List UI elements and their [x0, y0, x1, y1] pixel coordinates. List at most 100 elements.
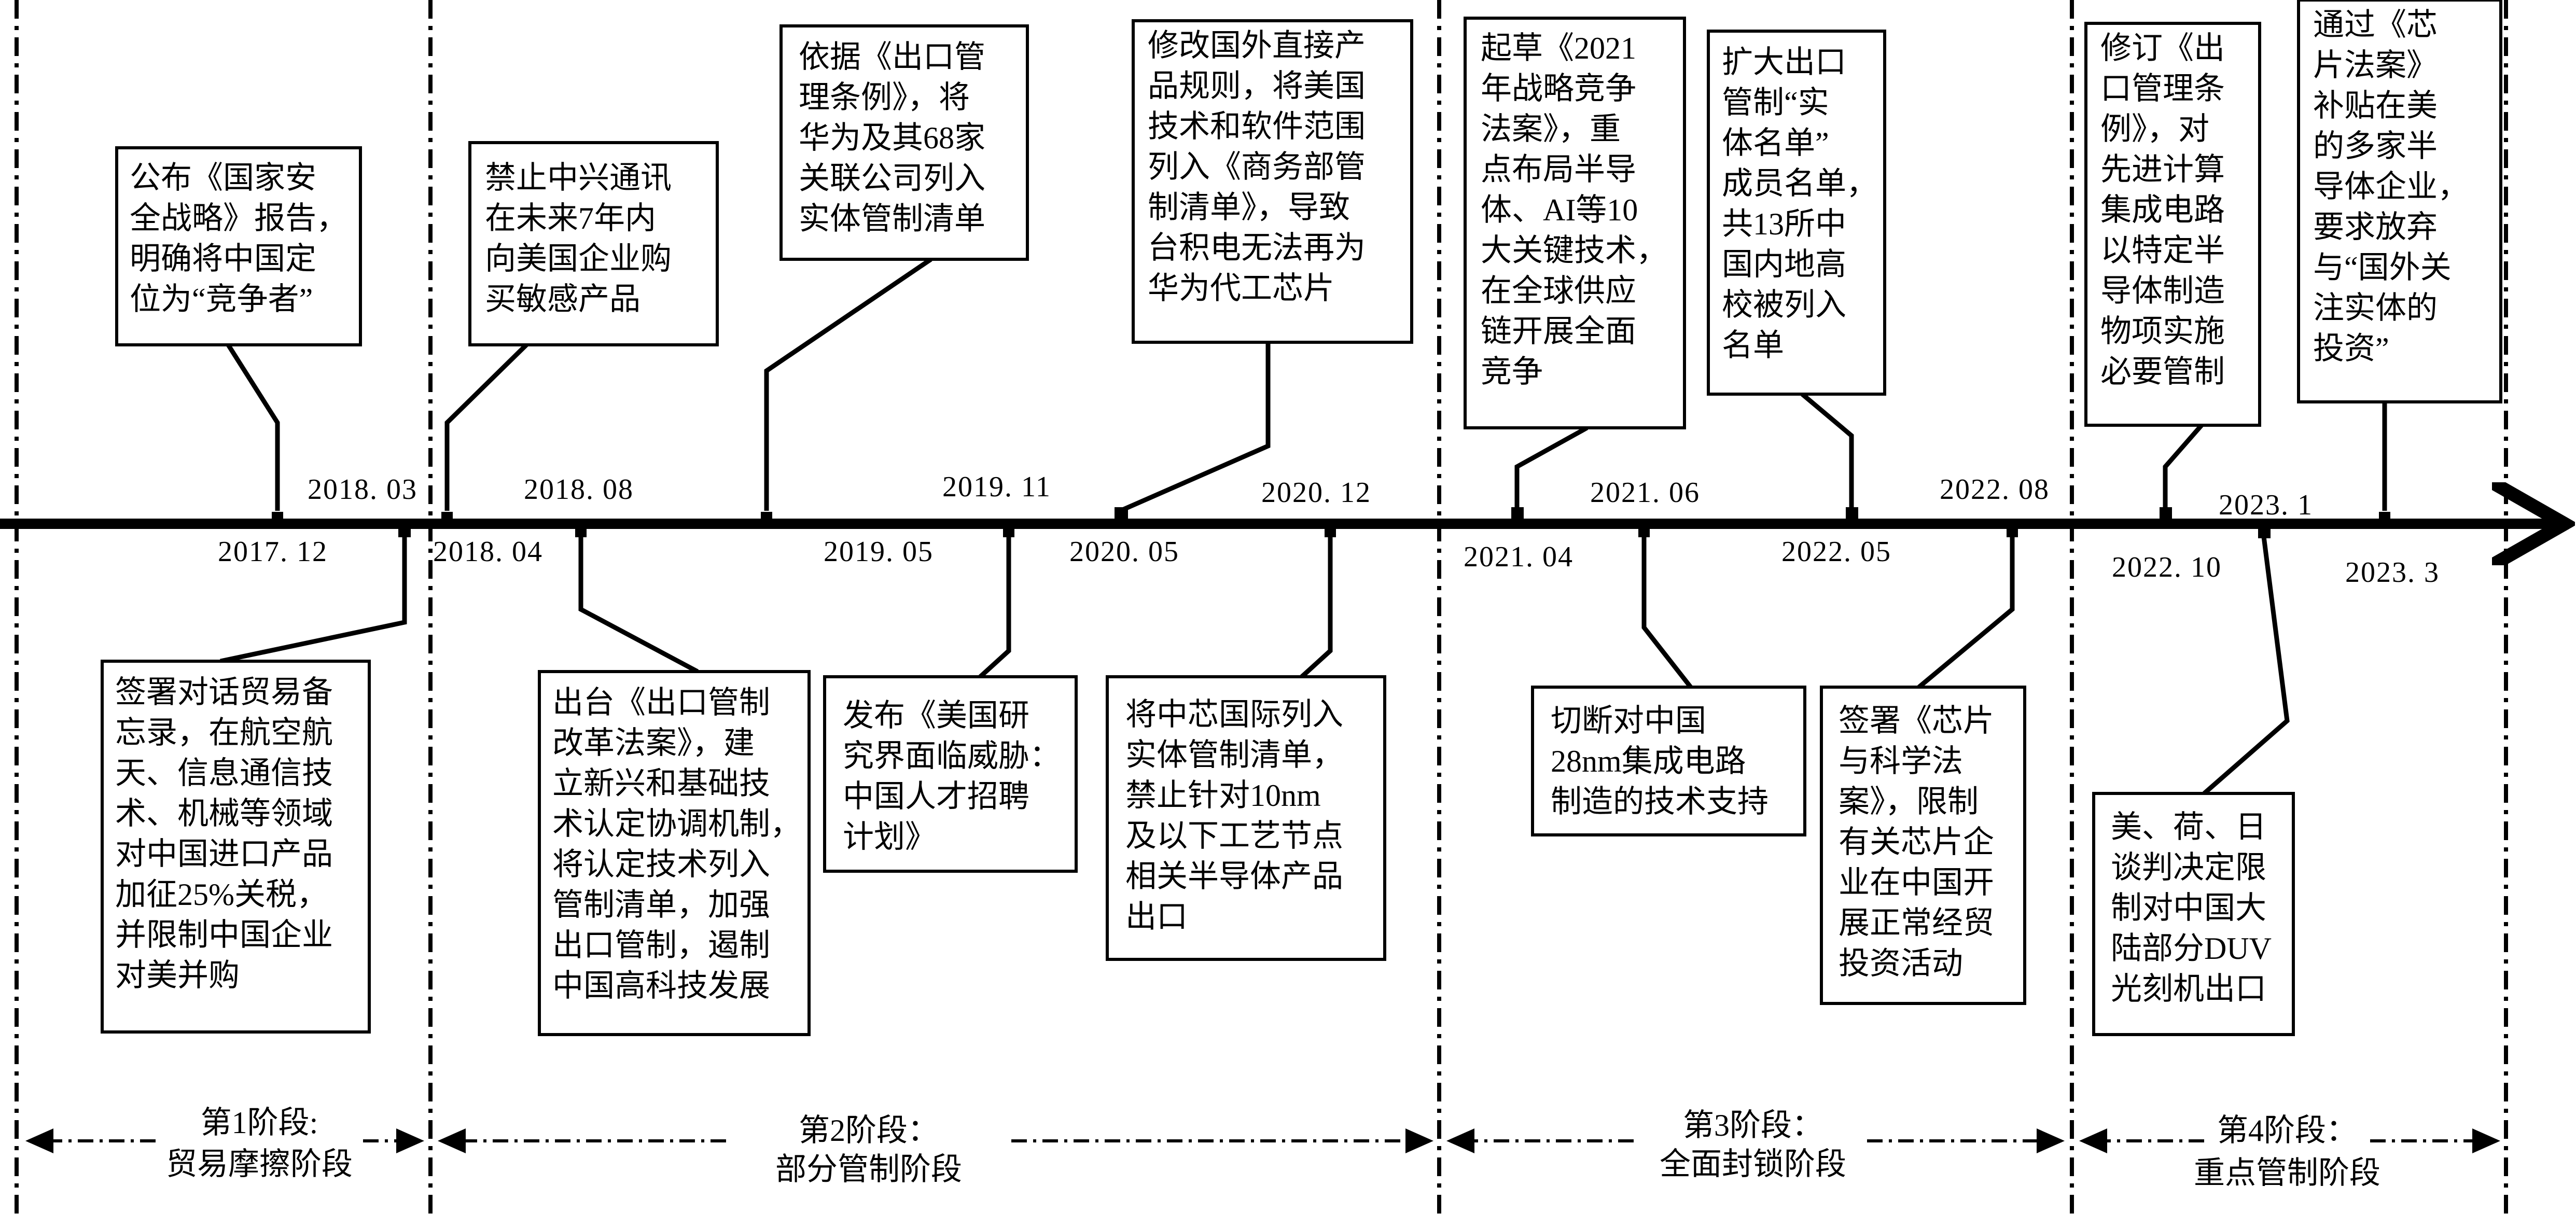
- event-text-e6: 扩大出口管制“实体名单”成员名单，共13所中国内地高校被列入名单: [1722, 45, 1877, 362]
- event-line: 将中芯国际列入: [1125, 697, 1343, 732]
- date-2020-05: 2020. 05: [1069, 536, 1179, 568]
- event-line: 对中国进口产品: [115, 837, 333, 871]
- phase-4-name: 重点管制阶段: [2194, 1156, 2380, 1190]
- date-labels: 2017. 12 2018. 03 2018. 04 2018. 08 2019…: [218, 471, 2440, 589]
- event-line: 明确将中国定: [130, 242, 316, 276]
- event-line: 制造的技术支持: [1551, 785, 1769, 819]
- event-box-e7: [2084, 22, 2261, 427]
- marker-2021-06: [1638, 523, 1650, 537]
- marker-2017-12: [272, 512, 283, 525]
- event-line: 忘录，在航空航: [115, 716, 333, 750]
- marker-2021-04: [1511, 507, 1524, 523]
- event-box-e4: [1132, 19, 1413, 344]
- date-2018-04: 2018. 04: [433, 536, 543, 568]
- date-2022-10: 2022. 10: [2112, 551, 2222, 583]
- event-line: 将认定技术列入: [552, 847, 770, 882]
- phase-labels: 第1阶段: 贸易摩擦阶段 第2阶段： 部分管制阶段 第3阶段： 全面封锁阶段 第…: [166, 1106, 2380, 1190]
- event-line: 立新兴和基础技: [552, 766, 770, 801]
- marker-2023-1: [2258, 523, 2271, 538]
- event-line: 品规则，将美国: [1148, 69, 1366, 103]
- connector-e5: [1514, 426, 1589, 511]
- event-line: 业在中国开: [1839, 866, 1994, 900]
- event-text-e3: 依据《出口管理条例》，将华为及其68家关联公司列入实体管制清单: [799, 40, 985, 236]
- event-line: 管制“实: [1722, 86, 1829, 120]
- phase-2-name: 部分管制阶段: [775, 1152, 962, 1187]
- event-line: 竞争: [1481, 355, 1543, 389]
- event-line: 禁止针对10nm: [1125, 778, 1321, 813]
- marker-2018-08: [575, 523, 587, 537]
- connector-e1: [226, 343, 280, 511]
- event-line: 投资活动: [1839, 946, 1963, 981]
- event-line: 案》，限制: [1839, 785, 1979, 819]
- event-text-e8: 通过《芯片法案》补贴在美的多家半导体企业，要求放弃与“国外关注实体的投资”: [2313, 8, 2469, 366]
- event-line: 体、AI等10: [1481, 193, 1638, 227]
- connector-e11: [978, 537, 1011, 679]
- event-line: 导体制造: [2100, 274, 2225, 308]
- event-box-e12: [1106, 675, 1386, 961]
- phase-3-title: 第3阶段：: [1683, 1108, 1823, 1142]
- date-2017-12: 2017. 12: [218, 536, 328, 568]
- marker-2022-10: [2160, 507, 2172, 523]
- date-2023-3: 2023. 3: [2345, 556, 2440, 589]
- marker-2018-04: [441, 512, 453, 525]
- marker-2019-05: [761, 512, 772, 525]
- event-text-e9: 签署对话贸易备忘录，在航空航天、信息通信技术、机械等领域对中国进口产品加征25%…: [115, 675, 333, 993]
- marker-2019-11: [1003, 523, 1014, 537]
- connector-e2: [444, 343, 528, 511]
- phase-1-title: 第1阶段:: [201, 1106, 318, 1140]
- event-box-e15: [2092, 792, 2295, 1036]
- event-line: 片法案》: [2313, 48, 2438, 82]
- event-box-e13: [1531, 686, 1806, 836]
- event-line: 补贴在美: [2313, 89, 2438, 123]
- event-line: 理条例》，将: [799, 80, 970, 115]
- event-line: 签署对话贸易备: [115, 675, 333, 709]
- event-line: 管制清单，加强: [552, 888, 770, 922]
- event-line: 陆部分DUV: [2111, 931, 2272, 966]
- event-line: 要求放弃: [2313, 210, 2438, 244]
- event-line: 大关键技术，: [1481, 233, 1667, 268]
- date-2022-05: 2022. 05: [1781, 536, 1891, 568]
- marker-2020-05: [1115, 507, 1128, 523]
- event-text-e2: 禁止中兴通讯在未来7年内向美国企业购买敏感产品: [485, 161, 672, 316]
- date-2021-06: 2021. 06: [1590, 477, 1700, 509]
- phase-1-name: 贸易摩擦阶段: [166, 1147, 353, 1181]
- event-box-e11: [823, 675, 1078, 873]
- event-text-e10: 出台《出口管制改革法案》，建立新兴和基础技术认定协调机制，将认定技术列入管制清单…: [552, 686, 801, 1003]
- event-line: 美、荷、日: [2111, 810, 2266, 844]
- event-line: 计划》: [843, 820, 936, 854]
- event-line: 中国高科技发展: [552, 969, 770, 1003]
- event-line: 光刻机出口: [2111, 972, 2266, 1006]
- connector-e10: [578, 537, 699, 674]
- event-line: 导体企业，: [2313, 170, 2469, 204]
- date-2019-11: 2019. 11: [942, 471, 1051, 503]
- date-2019-05: 2019. 05: [824, 536, 934, 568]
- event-line: 共13所中: [1722, 207, 1846, 241]
- event-line: 中国人才招聘: [843, 779, 1029, 814]
- event-line: 链开展全面: [1481, 314, 1636, 348]
- date-2018-08: 2018. 08: [524, 473, 634, 506]
- event-box-e9: [101, 660, 371, 1034]
- event-line: 在全球供应: [1481, 274, 1636, 308]
- event-line: 禁止中兴通讯: [485, 161, 672, 195]
- connectors: [220, 257, 2387, 796]
- timeline-markers: [272, 507, 2390, 538]
- event-line: 与“国外关: [2313, 250, 2452, 285]
- connector-e12: [1300, 537, 1333, 679]
- event-line: 必要管制: [2100, 355, 2225, 389]
- event-text-e14: 签署《芯片与科学法案》，限制有关芯片企业在中国开展正常经贸投资活动: [1839, 704, 1994, 981]
- event-line: 切断对中国: [1551, 704, 1706, 738]
- date-2018-03: 2018. 03: [308, 473, 417, 506]
- event-line: 华为代工芯片: [1148, 271, 1334, 305]
- event-line: 以特定半: [2100, 233, 2225, 268]
- connector-e7: [2163, 424, 2204, 511]
- event-line: 口管理条: [2100, 72, 2225, 106]
- event-boxes: [101, 0, 2502, 1036]
- event-line: 对美并购: [115, 958, 240, 993]
- connector-e4: [1119, 342, 1271, 513]
- event-line: 改革法案》，建: [552, 726, 755, 760]
- event-text-e4: 修改国外直接产品规则，将美国技术和软件范围列入《商务部管制清单》，导致台积电无法…: [1148, 29, 1366, 305]
- event-line: 法案》，重: [1481, 112, 1621, 146]
- event-line: 术、机械等领域: [115, 797, 333, 831]
